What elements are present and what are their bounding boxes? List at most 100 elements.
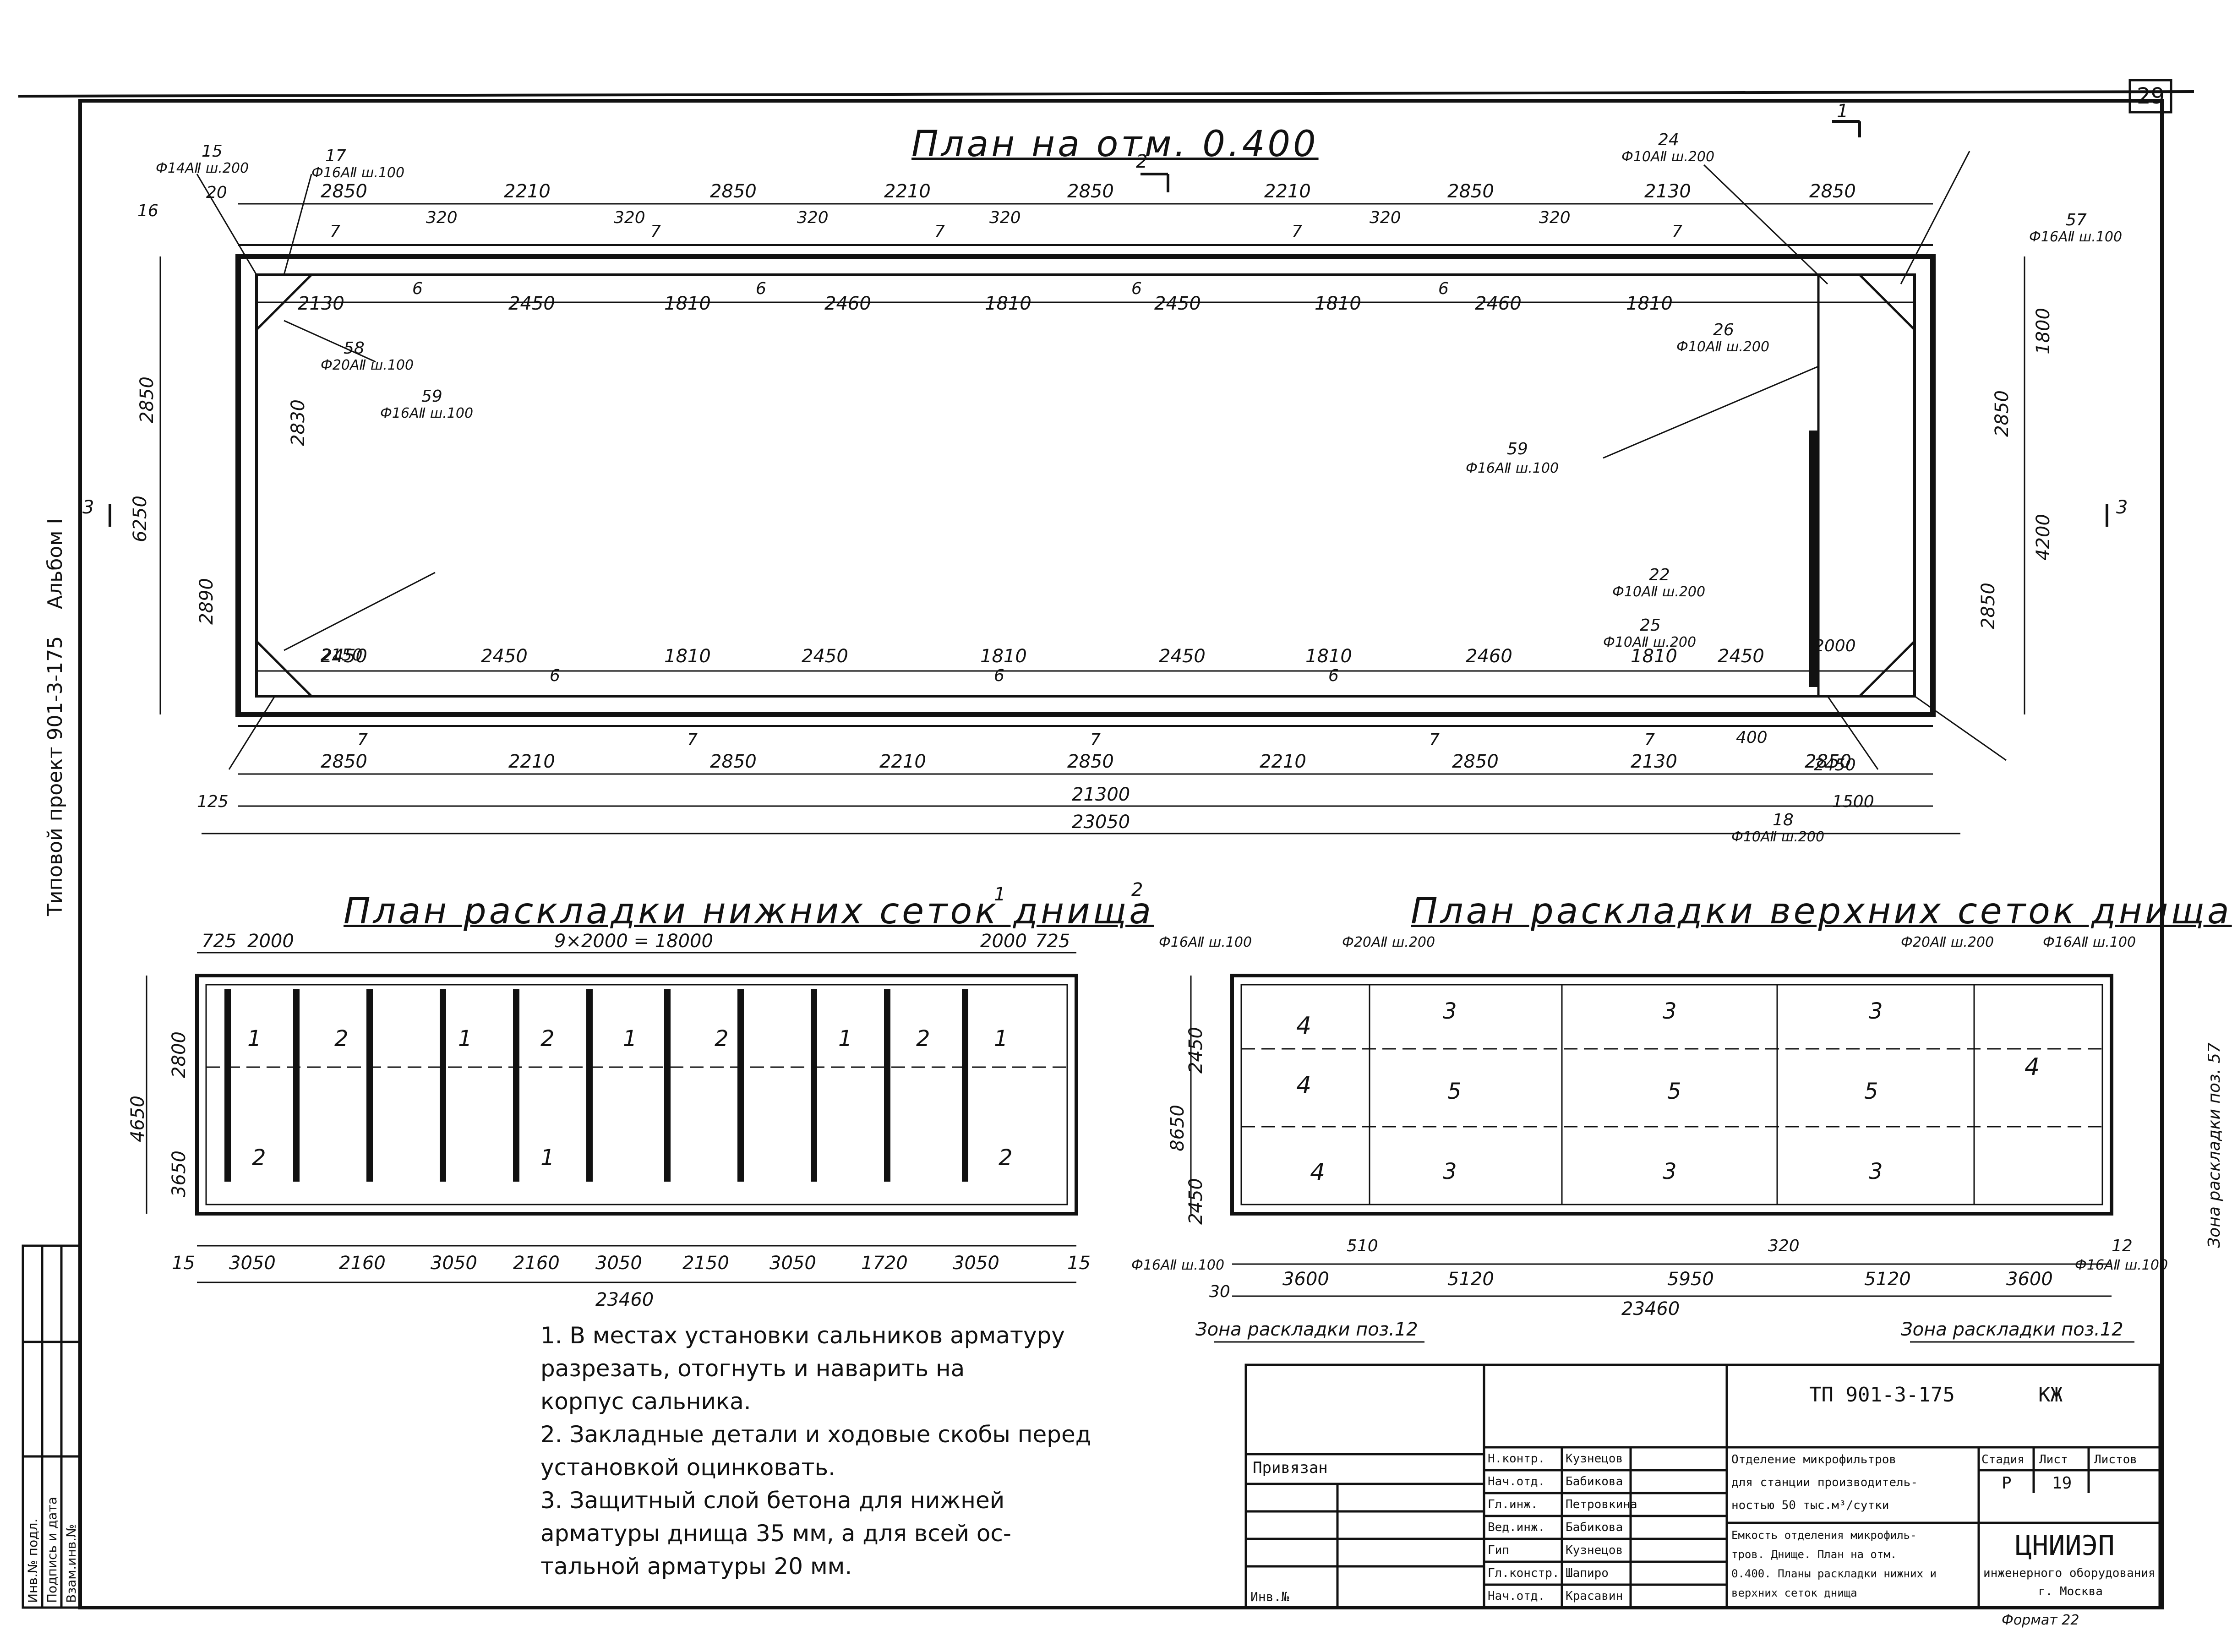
project-label: Типовой проект 901-3-175: [44, 636, 67, 916]
plan-top-title: План на отм. 0.400: [911, 124, 1319, 165]
section-cuts: [109, 120, 2108, 527]
note-line-3: корпус сальника.: [540, 1388, 751, 1415]
upper-rebar-right-top: Ф20АⅡ ш.200: [1901, 934, 1994, 950]
callout-pos-24: 24: [1658, 131, 1679, 149]
lower-mesh-8: 2: [916, 1026, 930, 1052]
dim-inner-top-4: 2460: [824, 293, 871, 314]
callout-rebar-17: Ф16АⅡ ш.100: [311, 165, 405, 181]
tb-org-3: г. Москва: [2038, 1585, 2103, 1598]
upper-dim-bot-2: 5120: [1447, 1269, 1494, 1290]
corner-haunch-bl: [255, 638, 315, 698]
section-mark-3a: 3: [82, 497, 94, 518]
wall-mark-6-g: 6: [1328, 666, 1339, 685]
lower-mesh-bars: [224, 989, 968, 1182]
wall-mark-6-f: 6: [994, 666, 1004, 685]
callout-pos-58: 58: [344, 339, 365, 358]
dim-left-1: 6250: [129, 496, 151, 542]
upper-dim-misc-510: 510: [1347, 1237, 1378, 1255]
dim-top-8: 2130: [1644, 181, 1691, 202]
note-line-8: тальной арматуры 20 мм.: [540, 1553, 852, 1580]
dim-bottom-3: 2850: [710, 751, 757, 772]
dim-top-1: 2850: [321, 181, 367, 202]
lower-dim-bot-1: 15: [172, 1253, 195, 1274]
dim-bottom-9: 2850: [1805, 751, 1851, 772]
upper-dim-bot-5: 3600: [2006, 1269, 2053, 1290]
dim-right-4: 1800: [2032, 308, 2054, 354]
callout-pos-22: 22: [1649, 566, 1670, 584]
wall-mark-7-h: 7: [1090, 731, 1101, 749]
dim-inner-bottom-7: 1810: [1305, 646, 1352, 667]
wall-mark-6-e: 6: [550, 666, 560, 685]
lower-dim-bot-2: 3050: [229, 1253, 276, 1274]
tb-role-2: Нач.отд.: [1488, 1475, 1545, 1488]
stamp-label-2: Подпись и дата: [44, 1497, 60, 1603]
callout-pos-59b: 59: [1507, 440, 1528, 458]
upper-dim-left-3: 2450: [1185, 1178, 1206, 1225]
note-line-4: 2. Закладные детали и ходовые скобы пере…: [540, 1421, 1091, 1448]
tb-name-5: Кузнецов: [1566, 1543, 1623, 1557]
section-mark-3b: 3: [2116, 497, 2128, 518]
stamp-label-3: Взам.инв.№: [64, 1524, 79, 1603]
wall-mark-7-j: 7: [1644, 731, 1655, 749]
note-line-6: 3. Защитный слой бетона для нижней: [540, 1487, 1005, 1514]
wall-mark-7-i: 7: [1429, 731, 1440, 749]
dim-left-2: 2850: [136, 376, 158, 423]
dim-inner-top-6: 2450: [1154, 293, 1201, 314]
upper-dim-misc-12: 12: [2112, 1237, 2133, 1255]
dim-top-6: 2210: [1264, 181, 1311, 202]
upper-dim-bot-4: 5120: [1864, 1269, 1911, 1290]
wall-mark-6-d: 6: [1438, 279, 1449, 298]
tb-sheet-name-2: тров. Днище. План на отм.: [1731, 1548, 1897, 1561]
misc-400: 400: [1736, 728, 1768, 747]
tb-role-6: Гл.констр.: [1488, 1566, 1560, 1580]
callout-pos-26: 26: [1713, 321, 1734, 339]
dim-bottom-8: 2130: [1631, 751, 1677, 772]
dim-overall-1: 21300: [1072, 784, 1130, 805]
lower-mesh-11: 1: [540, 1145, 555, 1171]
tb-name-3: Петровкина: [1566, 1498, 1637, 1511]
tb-name-6: Шапиро: [1566, 1566, 1609, 1580]
dim-overall-2: 23050: [1072, 812, 1130, 833]
lower-slab-outline: [195, 974, 1078, 1216]
lower-dim-left-3: 2800: [168, 1031, 190, 1078]
upper-dim-misc-320: 320: [1768, 1237, 1800, 1255]
callout-rebar-15: Ф14АⅡ ш.200: [156, 160, 249, 176]
wall-mark-7-a: 7: [330, 222, 340, 241]
dim-top-3: 2850: [710, 181, 757, 202]
lower-dim-bot-10: 3050: [953, 1253, 999, 1274]
lower-mesh-9: 1: [994, 1026, 1008, 1052]
dim-inner-top-2: 2450: [508, 293, 555, 314]
internal-slot: [1809, 431, 1818, 687]
dim-bottom-5: 2850: [1067, 751, 1114, 772]
lower-dim-top-2: 2000: [247, 931, 294, 952]
upper-rebar-right-bot: Ф16АⅡ ш.100: [2075, 1257, 2168, 1273]
sheet-frame: [78, 99, 2164, 1609]
dim-inner-top-8: 2460: [1475, 293, 1522, 314]
plan-top: [109, 120, 2108, 834]
dim-right-1: 4200: [2032, 514, 2054, 561]
plan-upper-title: План раскладки верхних сеток днища: [1411, 891, 2232, 932]
callout-rebar-26: Ф10АⅡ ш.200: [1676, 339, 1770, 355]
tank-outer-wall: [235, 254, 1936, 717]
tank-inner-wall: [255, 273, 1916, 698]
upper-side-note: Зона раскладки поз. 57: [2205, 1042, 2224, 1248]
tb-sheet-name-3: 0.400. Планы раскладки нижних и: [1731, 1567, 1937, 1580]
tb-stage-label: Стадия: [1981, 1453, 2025, 1467]
plan-lower-meshes: [146, 952, 1078, 1283]
misc-2150: 2150: [321, 646, 363, 665]
general-notes: 1. В местах установки сальников арматуру…: [540, 1319, 1145, 1583]
note-line-1: 1. В местах установки сальников арматуру: [540, 1322, 1065, 1349]
corner-haunch-br: [1856, 638, 1916, 698]
dim-bottom-1: 2850: [321, 751, 367, 772]
dim-bottom-7: 2850: [1452, 751, 1499, 772]
upper-mesh-3f: 3: [1869, 1159, 1883, 1184]
wall-mark-7-g: 7: [687, 731, 698, 749]
note-line-5: установкой оцинковать.: [540, 1454, 835, 1481]
dim-bottom-4: 2210: [879, 751, 926, 772]
tb-format: Формат 22: [2002, 1612, 2079, 1628]
lower-dim-bot-3: 2160: [339, 1253, 386, 1274]
lower-mesh-1: 1: [247, 1026, 262, 1052]
dim-inner-bottom-4: 2450: [802, 646, 848, 667]
tb-name-7: Красавин: [1566, 1589, 1623, 1603]
misc-16-left: 16: [137, 202, 158, 220]
